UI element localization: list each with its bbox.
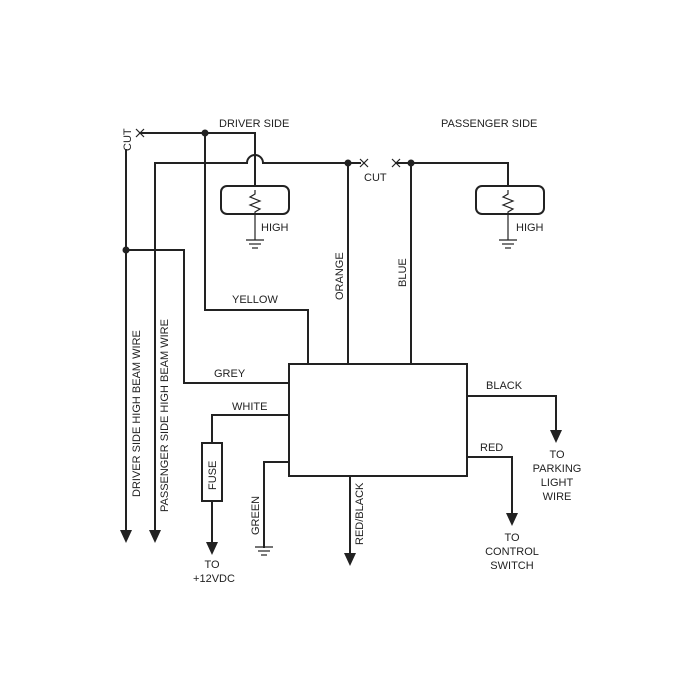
green-wire [263,461,290,548]
orange-label: ORANGE [334,252,346,300]
passenger-side-label: PASSENGER SIDE [441,118,537,130]
cut-mark-center-left [359,158,369,168]
cut-mark-left [135,128,145,138]
passenger-high-label: HIGH [516,222,544,234]
white-wire [211,414,290,444]
blue-label: BLUE [397,258,409,287]
black-label: BLACK [486,380,523,392]
to-control-switch: SWITCH [490,560,533,572]
to-parking-light: LIGHT [541,477,574,489]
to-parking-parking: PARKING [533,463,582,475]
to-parking-wire: WIRE [543,491,572,503]
black-wire [466,395,557,431]
white-label: WHITE [232,401,267,413]
grey-label: GREY [214,368,246,380]
to-12vdc-value: +12VDC [193,573,235,585]
driver-high-beam-wire-label: DRIVER SIDE HIGH BEAM WIRE [131,330,143,497]
grey-wire [125,249,291,384]
to-parking-to: TO [549,449,565,461]
arrow-down [506,513,518,526]
arrow-down [149,530,161,543]
passenger-headlamp [475,185,545,249]
control-module [288,363,468,477]
driver-top-wire [139,132,309,366]
red-black-label: RED/BLACK [354,482,366,545]
driver-high-label: HIGH [261,222,289,234]
cut-label-left: CUT [122,128,134,151]
red-wire [466,456,513,514]
ground-symbol [255,546,273,556]
driver-side-label: DRIVER SIDE [219,118,289,130]
junction-dot [201,129,209,137]
to-12vdc-to: TO [204,559,220,571]
red-label: RED [480,442,503,454]
driver-headlamp [220,185,290,249]
arrow-down [550,430,562,443]
arrow-down [120,530,132,543]
yellow-label: YELLOW [232,294,278,306]
arrow-down [344,553,356,566]
arrow-down [206,542,218,555]
passenger-high-beam-wire-label: PASSENGER SIDE HIGH BEAM WIRE [159,319,171,512]
to-control-control: CONTROL [485,546,539,558]
fuse-label: FUSE [207,461,219,490]
passenger-feed-wire [154,154,349,531]
to-control-to: TO [504,532,520,544]
cut-label-center: CUT [364,172,387,184]
green-label: GREEN [250,496,262,535]
